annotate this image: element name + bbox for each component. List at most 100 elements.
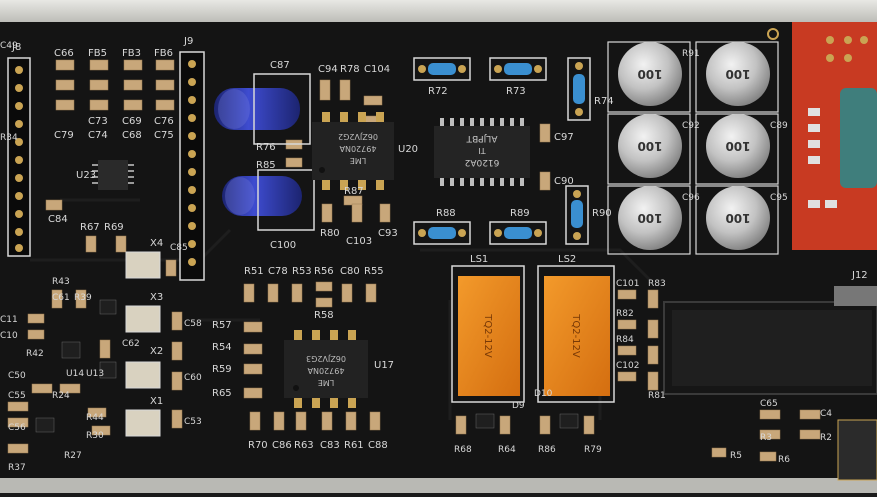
label-x3: X3: [150, 292, 163, 303]
label-c83: C83: [320, 440, 340, 451]
label-r37: R37: [8, 463, 26, 473]
label-c92: C92: [682, 121, 700, 131]
label-fb5: FB5: [88, 48, 107, 59]
label-c100: C100: [270, 240, 296, 251]
resistor-r73: [489, 57, 547, 81]
label-j8: J8: [11, 42, 21, 53]
label-r86b: R86: [538, 445, 556, 455]
label-r73: R73: [506, 86, 526, 97]
label-c4: C4: [820, 409, 832, 419]
label-fb3: FB3: [122, 48, 141, 59]
label-r43: R43: [52, 277, 70, 287]
cap1-value: 100: [637, 67, 662, 81]
label-c93: C93: [378, 228, 398, 239]
label-r53: R53: [292, 266, 312, 277]
label-c68: C68: [122, 130, 142, 141]
sot23-transistors: [35, 299, 579, 433]
label-r76: R76: [256, 142, 276, 153]
resistor-r90: [565, 185, 589, 245]
label-r24: R24: [52, 391, 70, 401]
u20-marking-2: 49720NA: [339, 144, 376, 153]
label-r5: R5: [730, 451, 742, 461]
label-c84: C84: [48, 214, 68, 225]
label-ls1: LS1: [470, 254, 488, 265]
relay-ls1: TQ2-12V: [451, 265, 525, 403]
label-c62: C62: [122, 339, 140, 349]
label-r57: R57: [212, 320, 232, 331]
label-u17: U17: [374, 360, 394, 371]
label-r27: R27: [64, 451, 82, 461]
resistor-r72: [413, 57, 471, 81]
label-u14: U14: [66, 369, 84, 379]
label-r78: R78: [340, 64, 360, 75]
dac-chip: 6120A2 TI ALJPBT: [434, 118, 530, 186]
label-r88: R88: [436, 208, 456, 219]
label-r54: R54: [212, 342, 232, 353]
label-c86: C86: [272, 440, 292, 451]
jack-j12: [663, 286, 877, 395]
label-c88: C88: [368, 440, 388, 451]
label-c56: C56: [8, 423, 26, 433]
label-r81: R81: [648, 391, 666, 401]
label-c103: C103: [346, 236, 372, 247]
resistor-r89: [489, 221, 547, 245]
label-r91: R91: [682, 49, 700, 59]
label-r3: R3: [760, 433, 772, 443]
label-c90: C90: [554, 176, 574, 187]
board-edge-top: [0, 0, 877, 22]
label-r39: R39: [74, 293, 92, 303]
alu-cap-3: 100: [607, 113, 691, 185]
label-c66: C66: [54, 48, 74, 59]
relay-ls2: TQ2-12V: [537, 265, 615, 403]
resistor-r88: [413, 221, 471, 245]
dac-marking-2: TI: [478, 146, 486, 155]
label-r2: R2: [820, 433, 832, 443]
label-c53: C53: [184, 417, 202, 427]
label-c69: C69: [122, 116, 142, 127]
label-r82: R82: [616, 309, 634, 319]
relay-ls2-text: TQ2-12V: [570, 313, 581, 358]
label-c75: C75: [154, 130, 174, 141]
board-edge-bottom: [0, 478, 877, 493]
label-r89: R89: [510, 208, 530, 219]
alu-cap-1: 100: [607, 41, 691, 113]
label-c61: C61: [52, 293, 70, 303]
label-r79: R79: [584, 445, 602, 455]
label-fb6: FB6: [154, 48, 173, 59]
u17-marking-2: 49720NA: [307, 366, 344, 375]
label-u23: U23: [76, 170, 96, 181]
ic-u23: [92, 160, 134, 190]
dac-marking-3: ALJPBT: [466, 133, 497, 143]
label-r44: R44: [86, 413, 104, 423]
label-d10: D10: [534, 389, 553, 399]
label-c104: C104: [364, 64, 390, 75]
label-u20: U20: [398, 144, 418, 155]
silkscreen-labels: J8 J9 C49 R34 C66 FB5 FB3 FB6 C79 C74 C7…: [0, 36, 868, 473]
label-j12: J12: [851, 270, 868, 281]
label-r30: R30: [86, 431, 104, 441]
cap3-value: 100: [637, 139, 662, 153]
crystals: [125, 251, 161, 437]
label-ls2: LS2: [558, 254, 576, 265]
label-r55: R55: [364, 266, 384, 277]
label-r85: R85: [256, 160, 276, 171]
label-r64: R64: [498, 445, 516, 455]
label-c65: C65: [760, 399, 778, 409]
u20-marking-3: 06ZJV2G2: [338, 132, 378, 141]
label-r63: R63: [294, 440, 314, 451]
label-c102: C102: [616, 361, 639, 371]
label-r74: R74: [594, 96, 614, 107]
cap6-value: 100: [725, 211, 750, 225]
c87-outline: [253, 73, 311, 145]
alu-cap-2: 100: [695, 41, 779, 113]
label-c79: C79: [54, 130, 74, 141]
smd-block-left: [7, 59, 821, 462]
cap4-value: 100: [725, 139, 750, 153]
label-r84: R84: [616, 335, 634, 345]
label-c11: C11: [0, 315, 18, 325]
label-r80: R80: [320, 228, 340, 239]
label-u13: U13: [86, 369, 104, 379]
label-c60: C60: [184, 373, 202, 383]
opamp-u17: LME 49720NA 06ZJV2G3: [284, 330, 368, 408]
